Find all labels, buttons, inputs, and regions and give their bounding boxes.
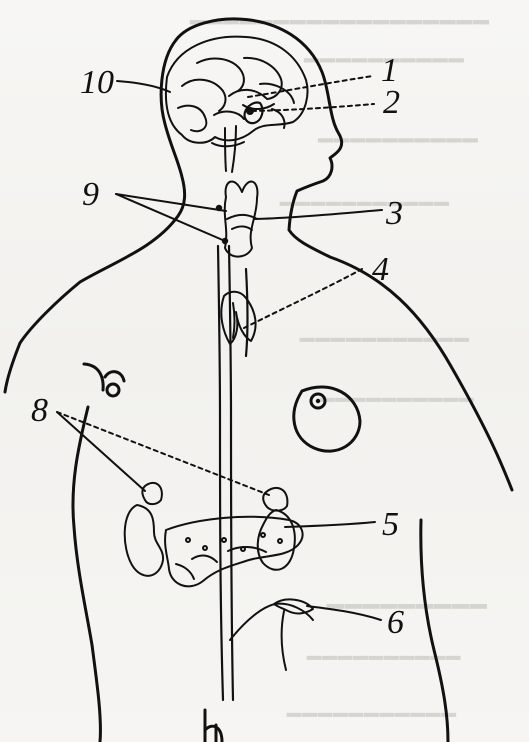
label-5: 5 [382, 506, 399, 543]
central-body-lines [218, 246, 248, 700]
label-10: 10 [80, 64, 114, 101]
label-2: 2 [383, 84, 400, 121]
adrenal-kidney-pancreas-drawing [125, 483, 303, 587]
label-8: 8 [31, 392, 48, 429]
diagram-labels: 1 2 3 4 5 6 8 9 10 [31, 52, 404, 641]
label-4: 4 [372, 251, 389, 288]
label-9: 9 [82, 176, 99, 213]
brain-drawing [166, 37, 308, 172]
thymus-drawing [221, 292, 255, 344]
neck-gland-drawings [216, 181, 258, 256]
label-3: 3 [385, 195, 403, 232]
label-6: 6 [387, 604, 404, 641]
pelvic-gland-drawing [230, 599, 313, 670]
